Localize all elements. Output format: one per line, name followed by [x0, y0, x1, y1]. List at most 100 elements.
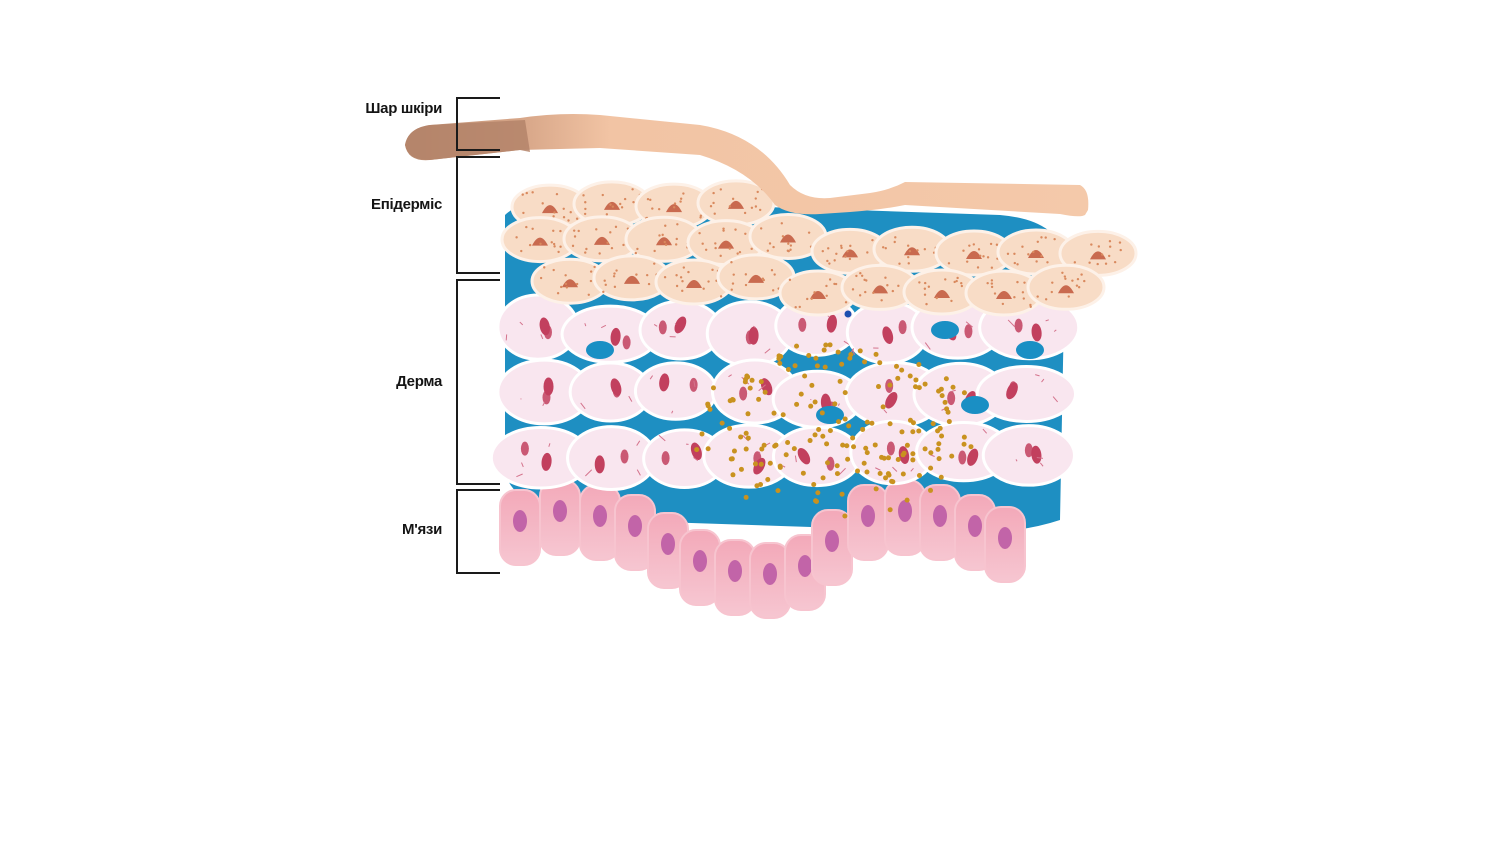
granule [819, 410, 825, 416]
granule [719, 420, 725, 426]
muscles-bracket [456, 489, 500, 574]
dermis-nucleus [898, 320, 907, 335]
epidermis-dot [990, 282, 994, 285]
granule [758, 379, 764, 385]
epidermis-dot [555, 192, 559, 196]
epidermis-dot [681, 289, 684, 293]
epidermis-dot [754, 197, 757, 200]
epidermis-dot [891, 289, 895, 293]
epidermis-dot [731, 197, 735, 201]
epidermis-dot [1040, 254, 1043, 258]
granule [961, 390, 967, 396]
granule [848, 352, 854, 358]
dermis-nucleus [798, 317, 807, 332]
epidermis-dot [972, 243, 976, 246]
epidermis-dot [663, 276, 667, 279]
granule [850, 435, 856, 441]
epidermis-dot [736, 252, 739, 255]
dermis-fiber [516, 473, 523, 478]
epidermis-dot [559, 229, 562, 233]
epidermis-dot [1100, 253, 1104, 256]
epidermis-dot [864, 290, 867, 294]
granule [783, 452, 789, 458]
dermis-fiber [542, 402, 546, 407]
epidermis-dot [719, 188, 723, 191]
epidermis-dot [664, 224, 667, 227]
granule [743, 494, 749, 500]
granule [800, 470, 806, 476]
granule [851, 444, 857, 450]
epidermis-dot [714, 242, 717, 245]
granule [811, 481, 817, 487]
granule [916, 428, 922, 434]
epidermis-dot [730, 288, 733, 291]
epidermis-dot [825, 294, 828, 297]
dermis-nucleus [1009, 381, 1018, 396]
epidermis-dot [552, 229, 555, 232]
epidermis-nucleus [594, 236, 610, 245]
granule [813, 355, 819, 361]
epidermis-dot [531, 227, 534, 230]
epidermis-dot [1006, 252, 1010, 255]
epidermis-dot [605, 213, 609, 216]
epidermis-dot [1080, 273, 1083, 276]
epidermis-dot [719, 254, 722, 258]
dermis-fiber [671, 410, 674, 414]
epidermis-dot [977, 248, 981, 251]
granule [730, 472, 736, 478]
dermis-nucleus [947, 391, 956, 406]
dermis-nucleus [543, 325, 552, 340]
granule [842, 416, 848, 422]
epidermis-dot [810, 297, 813, 300]
granule [827, 428, 833, 434]
dermis-nucleus [1031, 445, 1042, 464]
granule [775, 488, 781, 494]
granule [756, 396, 762, 402]
epidermis-dot [768, 242, 772, 245]
dermis-fiber [982, 428, 988, 434]
epidermis-dot [923, 287, 927, 290]
epidermis-dot [567, 219, 570, 222]
epidermis-nucleus [562, 279, 578, 288]
granule [899, 429, 905, 435]
epidermis-dot [773, 273, 776, 276]
epidermis-dot [571, 244, 575, 248]
dermis-nucleus [610, 327, 621, 346]
epidermis-dot [702, 287, 705, 290]
dermis-fiber [636, 440, 641, 446]
epidermis-dot [1097, 245, 1101, 248]
granule [710, 385, 716, 391]
epidermis-dot [1029, 303, 1032, 307]
epidermis-dot [976, 266, 980, 269]
epidermis-dot [866, 251, 869, 254]
epidermis-layer [500, 179, 1138, 318]
epidermis-dot [645, 273, 649, 277]
granule [900, 471, 906, 477]
epidermis-dot [840, 246, 843, 250]
dermis-layer [489, 293, 1081, 492]
granule [765, 476, 771, 482]
epidermis-dot [1016, 263, 1019, 266]
granule [889, 478, 895, 484]
dermis-nucleus [541, 452, 552, 471]
granule [961, 441, 967, 447]
granule [752, 461, 758, 467]
epidermis-dot [953, 280, 956, 284]
granule [839, 361, 845, 367]
dermis-fiber [1041, 378, 1045, 383]
epidermis-dot [754, 205, 758, 208]
epidermis-dot [840, 244, 843, 247]
epidermis-dot [851, 288, 855, 291]
dermis-fiber [653, 323, 658, 327]
dermis-cell [633, 361, 718, 421]
granule [794, 401, 800, 407]
dermis-fiber [585, 469, 593, 477]
epidermis-dot [552, 215, 555, 218]
granule [873, 486, 879, 492]
epidermis-dot [560, 285, 563, 289]
granule [754, 483, 760, 489]
dermis-nucleus [886, 441, 895, 456]
epidermis-nucleus [996, 291, 1012, 300]
epidermis-dot [906, 244, 910, 247]
epidermis-dot [707, 280, 710, 283]
